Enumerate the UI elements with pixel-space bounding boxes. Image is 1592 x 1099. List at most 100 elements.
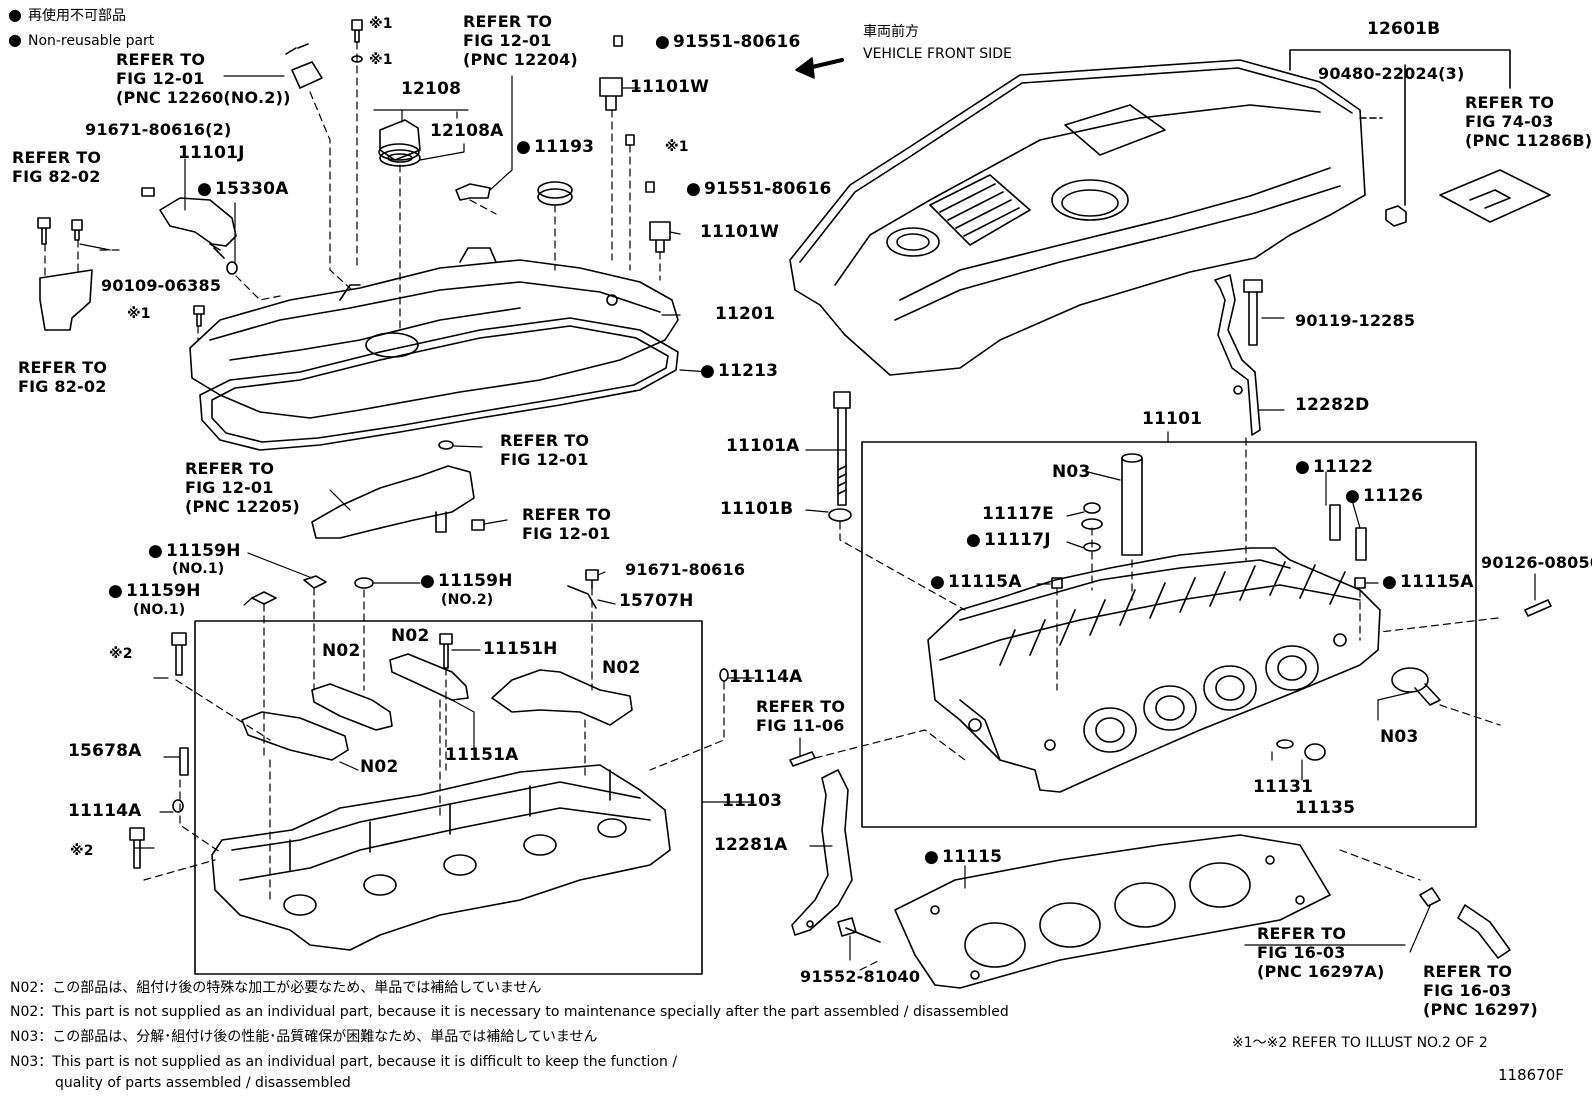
part-11101a[interactable]: 11101A [726,436,800,456]
sensor-11101w-illustration [599,35,671,253]
part-n02-a[interactable]: N02 [322,641,361,661]
part-11122[interactable]: 11122 [1295,458,1373,477]
cam-housing-box [194,620,703,975]
part-11114a-b[interactable]: 11114A [68,801,142,821]
part-11103[interactable]: 11103 [722,791,783,811]
stud-11-06-illustration [789,751,816,767]
part-12601b[interactable]: 12601B [1367,19,1441,39]
part-12281a[interactable]: 12281A [714,835,788,855]
mark-1-a: ※1 [369,16,393,32]
stud-11101a-illustration [833,391,851,506]
cylinder-head-assembly-box [861,441,1477,828]
part-11115a-a[interactable]: 11115A [930,573,1022,592]
hose-fitting-12260-illustration [285,43,323,89]
bolt-90119-illustration [1243,279,1263,346]
part-11159h-no2[interactable]: 11159H [420,572,513,591]
part-11201[interactable]: 11201 [715,304,776,324]
label-plate-illustration [1439,169,1551,223]
part-90109-06385[interactable]: 90109-06385 [101,276,222,295]
part-91552-81040[interactable]: 91552-81040 [800,967,921,986]
baffle-plate-illustration [311,440,485,539]
part-90480-22024-3[interactable]: 90480-22024(3) [1318,64,1465,83]
washer-11101b-illustration [828,508,852,522]
part-11117e[interactable]: 11117E [982,504,1054,524]
cam-housing-illustration [211,764,671,951]
small-parts-illustration [1051,502,1367,761]
part-11101w-b[interactable]: 11101W [700,222,780,242]
part-15330a[interactable]: 15330A [197,180,289,199]
part-11159h-no1-a-sub: (NO.1) [172,561,225,577]
part-11159h-no1-a[interactable]: 11159H [148,542,241,561]
part-91671-80616[interactable]: 91671-80616 [625,560,746,579]
part-91671-80616-2[interactable]: 91671-80616(2) [85,120,232,139]
head-gasket-illustration [894,834,1331,989]
part-11101b[interactable]: 11101B [720,499,794,519]
part-12108a[interactable]: 12108A [430,121,504,141]
valve-cover-gasket-illustration [199,317,679,451]
part-11213[interactable]: 11213 [700,362,778,381]
legend-en-text: Non-reusable part [27,33,155,49]
part-n03-b[interactable]: N03 [1380,727,1419,747]
legend-jp-text: 再使用不可部品 [27,8,126,24]
part-11151a[interactable]: 11151A [445,745,519,765]
nut-90480-illustration [1385,205,1407,227]
part-11101[interactable]: 11101 [1142,409,1203,429]
note-n02-en: N02：This part is not supplied as an indi… [10,1004,1009,1020]
note-n03-en-line2: quality of parts assembled / disassemble… [55,1075,351,1091]
valve-cover-illustration [189,247,679,419]
part-11193[interactable]: 11193 [516,138,594,157]
vehicle-front-jp: 車両前方 [863,24,919,40]
ocv-illustration [141,187,238,275]
part-15707h[interactable]: 15707H [619,591,694,611]
part-n02-c[interactable]: N02 [602,658,641,678]
part-11114a-a[interactable]: 11114A [729,667,803,687]
part-91551-80616-b[interactable]: 91551-80616 [686,180,832,199]
part-90126-08050[interactable]: 90126-08050 [1481,553,1592,572]
part-11159h-no1-b[interactable]: 11159H [108,582,201,601]
vehicle-front-arrow [795,57,844,79]
part-n03-a[interactable]: N03 [1052,462,1091,482]
tube-n03-illustration [1121,453,1143,556]
part-11126[interactable]: 11126 [1345,487,1423,506]
mark-2-a: ※2 [109,646,133,662]
bolt-91552-illustration [837,917,881,943]
part-12282d[interactable]: 12282D [1295,395,1370,415]
part-11115[interactable]: 11115 [924,848,1002,867]
part-11135[interactable]: 11135 [1295,798,1356,818]
part-11131[interactable]: 11131 [1253,777,1314,797]
part-15678a[interactable]: 15678A [68,741,142,761]
part-12108[interactable]: 12108 [401,79,462,99]
legend-en: ●Non-reusable part [8,30,155,49]
part-11115a-b[interactable]: 11115A [1382,573,1474,592]
legend-jp: ●再使用不可部品 [8,5,126,24]
part-n02-b[interactable]: N02 [391,626,430,646]
mark-1-d: ※1 [127,306,151,322]
cam-housing-small-parts [129,569,729,869]
part-91551-80616-a[interactable]: 91551-80616 [655,33,801,52]
note-n02-jp: N02：この部品は、組付け後の特殊な加工が必要なため、単品では補給していません [10,980,542,996]
part-90119-12285[interactable]: 90119-12285 [1295,311,1416,330]
bracket-12282d-illustration [1214,274,1261,436]
leader-lines [79,75,1536,961]
part-11101j[interactable]: 11101J [178,143,245,163]
mark-1-b: ※1 [369,52,393,68]
part-n02-d[interactable]: N02 [360,757,399,777]
bracket-82-02-illustration [37,217,93,331]
part-11101w-a[interactable]: 11101W [630,77,710,97]
part-11151h[interactable]: 11151H [483,639,558,659]
hose-16297-illustration [1419,887,1511,959]
part-11159h-no2-sub: (NO.2) [441,592,494,608]
engine-cover-illustration [789,49,1511,376]
part-11117j[interactable]: 11117J [966,531,1051,550]
